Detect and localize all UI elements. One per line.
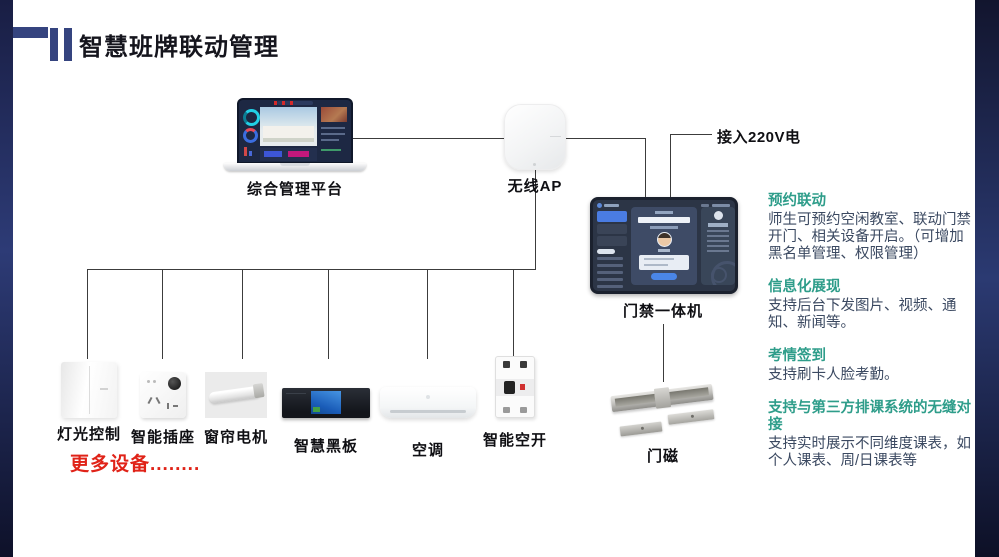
panel-label: 门禁一体机 xyxy=(622,303,703,320)
feature-item: 信息化展现 支持后台下发图片、视频、通知、新闻等。 xyxy=(768,279,976,332)
connector-drop-socket xyxy=(162,269,163,359)
feature-body: 支持刷卡人脸考勤。 xyxy=(768,367,899,383)
device-smart-blackboard: 智慧黑板 xyxy=(276,360,376,456)
device-label: 空调 xyxy=(411,442,444,459)
connector-platform-to-panel xyxy=(352,138,645,139)
wireless-ap-icon xyxy=(504,104,566,170)
device-light-control: 灯光控制 xyxy=(39,360,139,444)
management-platform-laptop-icon xyxy=(224,98,366,174)
panel-side-card xyxy=(701,207,735,285)
left-edge-band xyxy=(0,0,13,557)
device-smart-breaker: 智能空开 xyxy=(465,356,565,450)
more-devices-note: 更多设备........ xyxy=(70,454,201,475)
feature-heading: 预约联动 xyxy=(768,193,826,209)
title-decoration-bar xyxy=(50,28,58,61)
device-label: 窗帘电机 xyxy=(203,429,268,446)
device-label: 智能空开 xyxy=(482,432,547,449)
connector-drop-to-panel xyxy=(645,138,646,197)
device-label: 门磁 xyxy=(646,448,679,465)
device-curtain-motor: 窗帘电机 xyxy=(186,360,286,447)
laptop-screen xyxy=(237,98,353,164)
feature-heading: 考情签到 xyxy=(768,348,826,364)
panel-action-button xyxy=(651,273,677,280)
feature-item: 预约联动 师生可预约空闲教室、联动门禁开门、相关设备开启。（可增加黑名单管理、权… xyxy=(768,193,976,263)
air-conditioner-icon xyxy=(380,387,476,418)
panel-class-card xyxy=(631,207,697,285)
curtain-motor-icon xyxy=(205,372,267,418)
smart-blackboard-icon xyxy=(282,388,370,418)
connector-power-horizontal xyxy=(670,134,712,135)
smart-socket-icon xyxy=(140,372,186,418)
power-label: 接入220V电 xyxy=(717,129,801,146)
platform-label: 综合管理平台 xyxy=(246,181,343,198)
connector-drop-blackboard xyxy=(328,269,329,359)
connector-drop-breaker xyxy=(513,269,514,359)
connector-drop-curtain xyxy=(242,269,243,359)
connector-bus xyxy=(87,269,536,270)
device-smart-socket: 智能插座 xyxy=(113,360,213,447)
panel-nav-active xyxy=(597,211,627,222)
device-door-magnet: 门磁 xyxy=(610,380,716,466)
donut-chart-icon xyxy=(243,109,260,126)
device-label: 灯光控制 xyxy=(56,426,121,443)
feature-item: 支持与第三方排课系统的无缝对接 支持实时展示不同维度课表，如个人课表、周/日课表… xyxy=(768,400,976,470)
device-air-conditioner: 空调 xyxy=(378,360,478,460)
donut-chart-icon xyxy=(243,128,258,143)
light-control-icon xyxy=(61,362,117,418)
access-panel-icon xyxy=(590,197,738,294)
ap-label: 无线AP xyxy=(507,178,563,195)
smart-breaker-icon xyxy=(495,356,535,418)
feature-item: 考情签到 支持刷卡人脸考勤。 xyxy=(768,348,976,384)
feature-list: 预约联动 师生可预约空闲教室、联动门禁开门、相关设备开启。（可增加黑名单管理、权… xyxy=(768,193,976,486)
page-title: 智慧班牌联动管理 xyxy=(79,34,279,61)
door-magnet-icon xyxy=(610,380,716,440)
feature-heading: 信息化展现 xyxy=(768,279,841,295)
connector-power-drop xyxy=(670,134,671,197)
title-decoration-stub xyxy=(13,27,48,38)
campus-photo xyxy=(260,101,317,146)
feature-heading: 支持与第三方排课系统的无缝对接 xyxy=(768,400,971,433)
title-decoration-bar xyxy=(64,28,72,61)
feature-body: 师生可预约空闲教室、联动门禁开门、相关设备开启。（可增加黑名单管理、权限管理） xyxy=(768,212,971,262)
connector-drop-light xyxy=(87,269,88,359)
feature-body: 支持后台下发图片、视频、通知、新闻等。 xyxy=(768,298,957,331)
right-edge-band xyxy=(975,0,999,557)
connector-drop-ac xyxy=(427,269,428,359)
device-label: 智慧黑板 xyxy=(293,438,358,455)
device-label: 智能插座 xyxy=(130,429,195,446)
connector-ap-down xyxy=(535,170,536,269)
teacher-avatar xyxy=(656,232,672,247)
connector-panel-to-magnet xyxy=(663,324,664,382)
feature-body: 支持实时展示不同维度课表，如个人课表、周/日课表等 xyxy=(768,436,971,469)
